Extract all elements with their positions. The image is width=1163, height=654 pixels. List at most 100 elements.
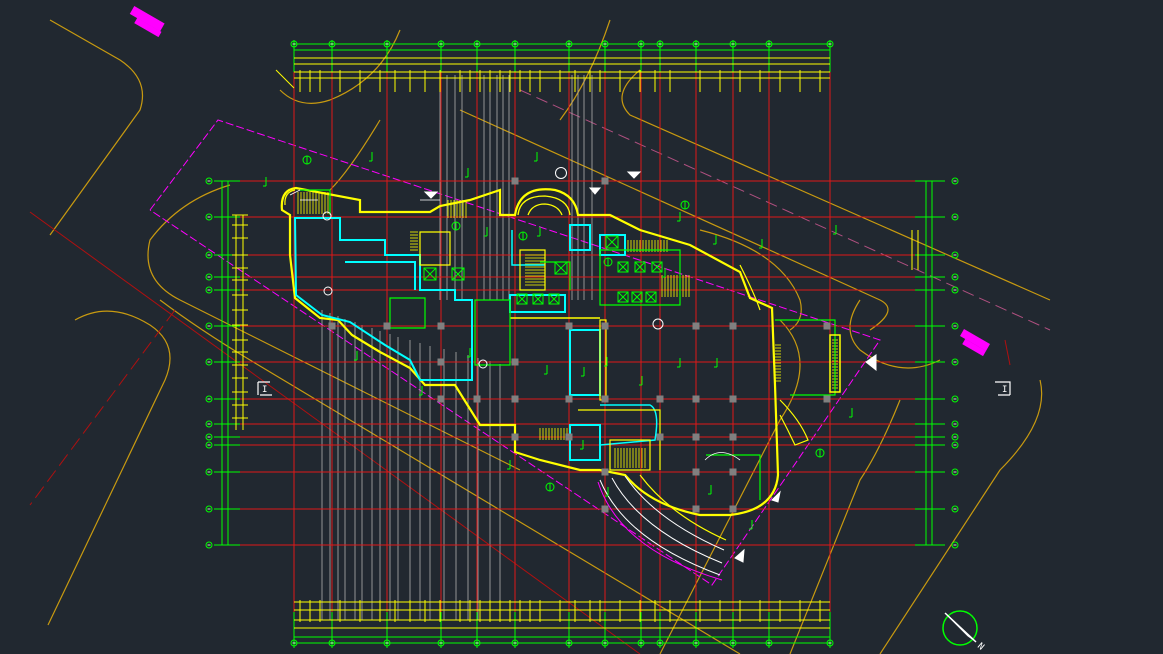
axis-bubble [656, 40, 664, 48]
tick-symbol [833, 225, 837, 235]
axis-bubble [205, 420, 213, 428]
green-dimension-lines [214, 40, 945, 648]
shaft-box [451, 267, 465, 281]
axis-bubble [205, 322, 213, 330]
axis-bubble [951, 420, 959, 428]
tick-symbol [677, 358, 681, 368]
tick-symbol [605, 487, 609, 497]
section-mark-icon [995, 381, 1011, 396]
axis-bubble [205, 213, 213, 221]
tree-symbol-icon [545, 482, 555, 492]
shaft-box [605, 235, 619, 249]
shaft-box [617, 291, 629, 303]
tree-symbol-icon [451, 221, 461, 231]
section-mark-icon [257, 381, 272, 396]
axis-bubble [951, 213, 959, 221]
north-arrow-icon [942, 610, 978, 646]
tick-symbol [263, 177, 267, 187]
site-contours [47, 19, 1051, 654]
tick-symbol [419, 386, 423, 396]
axis-bubble [656, 639, 664, 647]
column [729, 322, 737, 330]
elevator-shafts [423, 235, 663, 305]
axis-bubble [951, 433, 959, 441]
yellow-dimension-lines [232, 57, 919, 629]
axis-bubble [205, 177, 213, 185]
axis-bubble [637, 40, 645, 48]
column [656, 433, 664, 441]
tick-symbol [604, 357, 608, 367]
column [692, 433, 700, 441]
stair [614, 448, 646, 468]
stair [661, 275, 690, 297]
axis-bubble [765, 40, 773, 48]
axis-bubble [383, 40, 391, 48]
column [692, 395, 700, 403]
building-footprint [280, 186, 841, 581]
tick-symbol [537, 227, 541, 237]
shaft-box [516, 293, 528, 305]
column [601, 395, 609, 403]
axis-bubble [290, 639, 298, 647]
circle-marker-icon [323, 286, 333, 296]
tree-symbol-icon [603, 257, 613, 267]
axis-bubble [765, 639, 773, 647]
column [823, 322, 831, 330]
triangle-marker-icon [626, 171, 642, 179]
tick-symbol [507, 460, 511, 470]
tick-symbol [713, 235, 717, 245]
axis-bubble [951, 273, 959, 281]
section-mark-left: I [257, 381, 272, 396]
column [692, 322, 700, 330]
structural-columns [328, 177, 831, 513]
drawing-symbols [322, 167, 877, 563]
axis-bubble [205, 505, 213, 513]
tick-symbol [662, 268, 666, 278]
axis-bubble [205, 251, 213, 259]
axis-bubble [692, 639, 700, 647]
tick-symbol [354, 351, 358, 361]
axis-bubble [951, 358, 959, 366]
tick-symbol [677, 212, 681, 222]
column [729, 468, 737, 476]
tree-symbol-icon [302, 155, 312, 165]
axis-bubbles [205, 40, 959, 647]
column [437, 358, 445, 366]
tick-symbol [639, 376, 643, 386]
column [565, 395, 573, 403]
axis-bubble [951, 441, 959, 449]
column [601, 468, 609, 476]
tick-symbol [849, 408, 853, 418]
column [511, 433, 519, 441]
stair [525, 254, 545, 286]
shaft-box [631, 291, 643, 303]
axis-bubble [565, 40, 573, 48]
circle-marker-icon [322, 211, 332, 221]
axis-bubble [205, 286, 213, 294]
tick-symbol [369, 152, 373, 162]
tick-symbol [465, 168, 469, 178]
axis-bubble [951, 541, 959, 549]
column [601, 177, 609, 185]
axis-bubble [565, 639, 573, 647]
diagonal-red-lines [29, 89, 1051, 654]
tick-symbol [581, 367, 585, 377]
north-arrow: N [942, 610, 986, 653]
shaft-box [554, 261, 568, 275]
tick-symbol [484, 227, 488, 237]
column [511, 395, 519, 403]
axis-bubble [951, 286, 959, 294]
column [511, 358, 519, 366]
circle-marker-icon [652, 318, 664, 330]
column [692, 468, 700, 476]
axis-bubble [951, 505, 959, 513]
triangle-marker-icon [588, 187, 602, 195]
triangle-marker-icon [423, 191, 439, 199]
axis-bubble [692, 40, 700, 48]
axis-bubble [383, 639, 391, 647]
shaft-box [532, 293, 544, 305]
column [729, 395, 737, 403]
column [601, 322, 609, 330]
